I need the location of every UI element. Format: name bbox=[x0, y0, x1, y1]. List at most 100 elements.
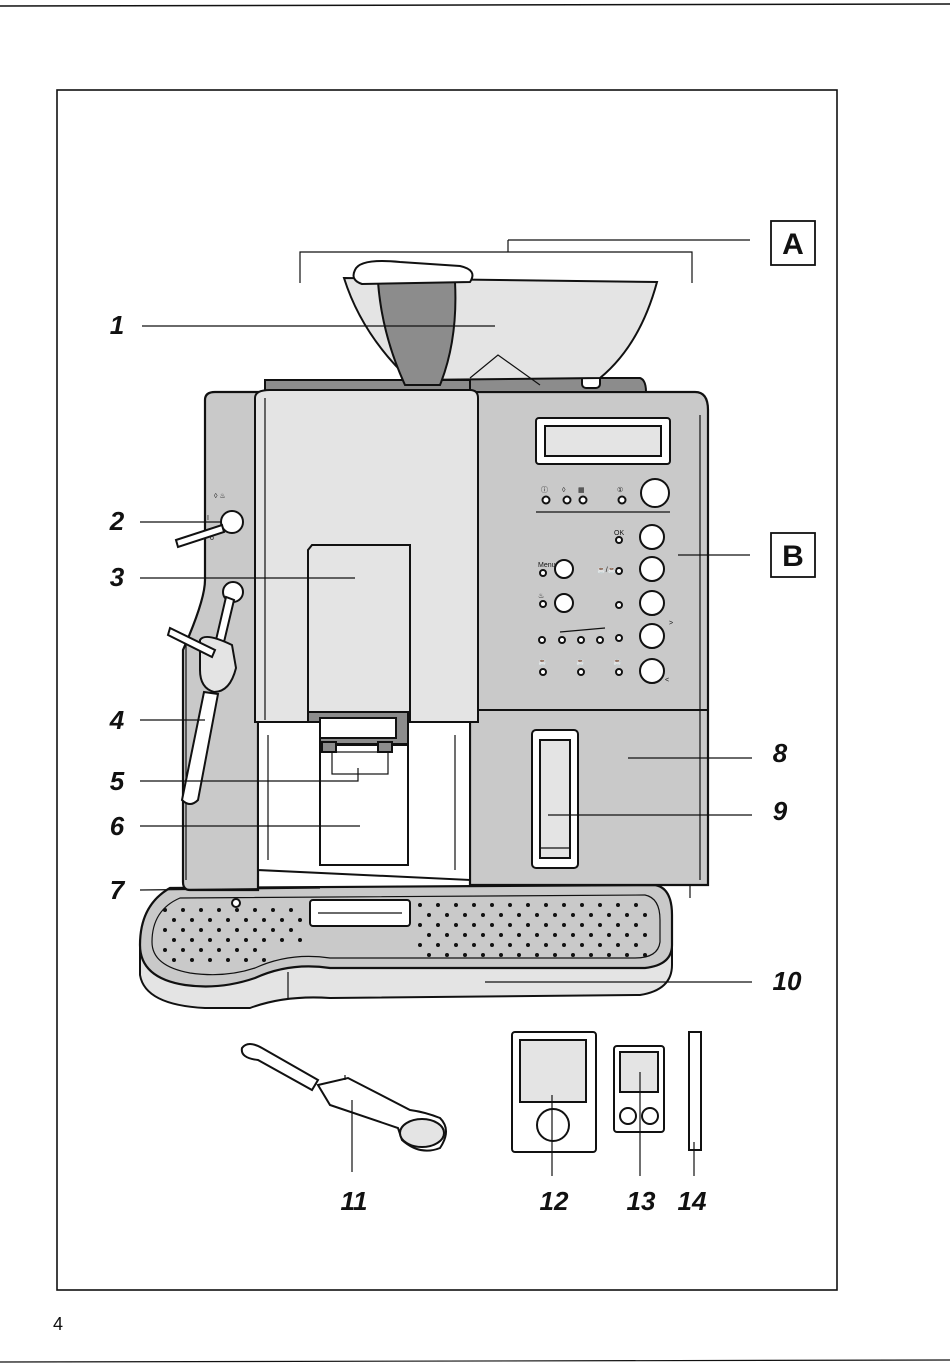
grate-hole bbox=[181, 948, 185, 952]
coffee-machine: ⓘ◊ ▦① > < OK ☕/☕ Menu ♨ bbox=[140, 261, 708, 1008]
grate-hole bbox=[625, 933, 629, 937]
grate-hole bbox=[163, 928, 167, 932]
grate-hole bbox=[445, 933, 449, 937]
grate-hole bbox=[172, 938, 176, 942]
coffee-spout bbox=[308, 545, 410, 752]
grate-hole bbox=[643, 933, 647, 937]
grate-hole bbox=[271, 908, 275, 912]
grate-hole bbox=[571, 953, 575, 957]
grate-hole bbox=[289, 908, 293, 912]
grate-hole bbox=[244, 918, 248, 922]
water-hardness-test-strip bbox=[512, 1032, 596, 1152]
grate-hole bbox=[262, 918, 266, 922]
power-button[interactable] bbox=[641, 479, 669, 507]
grate-hole bbox=[208, 918, 212, 922]
grate-hole bbox=[217, 908, 221, 912]
cup-size-button[interactable] bbox=[640, 557, 664, 581]
grate-hole bbox=[607, 933, 611, 937]
menu-button[interactable] bbox=[555, 560, 573, 578]
grate-hole bbox=[199, 948, 203, 952]
grate-hole bbox=[244, 958, 248, 962]
callout-10: 10 bbox=[773, 966, 802, 996]
svg-text:☕: ☕ bbox=[576, 657, 585, 666]
grate-hole bbox=[499, 913, 503, 917]
top-edge-line bbox=[0, 4, 950, 6]
svg-text:◊ ♨: ◊ ♨ bbox=[214, 492, 226, 500]
grate-hole bbox=[280, 938, 284, 942]
grate-hole bbox=[427, 953, 431, 957]
grate-hole bbox=[544, 903, 548, 907]
grate-hole bbox=[553, 933, 557, 937]
callout-8: 8 bbox=[773, 738, 788, 768]
measuring-spoon-and-tool bbox=[242, 1044, 446, 1151]
grate-hole bbox=[427, 933, 431, 937]
menu-label: Menu bbox=[538, 562, 556, 569]
grate-hole bbox=[199, 928, 203, 932]
callout-9: 9 bbox=[773, 796, 788, 826]
callout-1: 1 bbox=[110, 310, 124, 340]
grate-hole bbox=[253, 948, 257, 952]
ok-label: OK bbox=[614, 530, 624, 537]
grate-hole bbox=[445, 953, 449, 957]
grate-hole bbox=[472, 923, 476, 927]
grate-hole bbox=[253, 908, 257, 912]
svg-text:①: ① bbox=[617, 486, 623, 494]
grate-hole bbox=[634, 903, 638, 907]
grate-hole bbox=[235, 908, 239, 912]
grate-hole bbox=[580, 923, 584, 927]
grate-hole bbox=[244, 938, 248, 942]
grate-hole bbox=[499, 933, 503, 937]
cleaning-tablet-pack bbox=[614, 1046, 664, 1132]
grate-hole bbox=[598, 943, 602, 947]
next-button[interactable] bbox=[640, 624, 664, 648]
grate-hole bbox=[217, 948, 221, 952]
grate-hole bbox=[490, 943, 494, 947]
previous-button[interactable] bbox=[640, 659, 664, 683]
grate-hole bbox=[253, 928, 257, 932]
grate-hole bbox=[616, 903, 620, 907]
grate-hole bbox=[553, 953, 557, 957]
grate-hole bbox=[598, 903, 602, 907]
grate-hole bbox=[562, 923, 566, 927]
grate-hole bbox=[517, 953, 521, 957]
rinse-button[interactable] bbox=[555, 594, 573, 612]
grate-hole bbox=[562, 943, 566, 947]
grate-hole bbox=[607, 913, 611, 917]
svg-text:☕: ☕ bbox=[538, 657, 547, 666]
grate-hole bbox=[436, 903, 440, 907]
grate-hole bbox=[190, 918, 194, 922]
grate-hole bbox=[571, 913, 575, 917]
grate-hole bbox=[217, 928, 221, 932]
grate-hole bbox=[463, 953, 467, 957]
ok-button[interactable] bbox=[640, 525, 664, 549]
grate-hole bbox=[526, 923, 530, 927]
grate-hole bbox=[508, 943, 512, 947]
grate-hole bbox=[235, 928, 239, 932]
svg-text:♨: ♨ bbox=[538, 592, 544, 600]
grate-hole bbox=[271, 928, 275, 932]
grate-hole bbox=[181, 908, 185, 912]
svg-text:<: < bbox=[665, 677, 669, 684]
page-number: 4 bbox=[53, 1314, 63, 1334]
grate-hole bbox=[616, 943, 620, 947]
grate-hole bbox=[181, 928, 185, 932]
steam-button[interactable] bbox=[640, 591, 664, 615]
callout-4: 4 bbox=[109, 705, 125, 735]
svg-text:ⓘ: ⓘ bbox=[541, 486, 548, 494]
svg-text:>: > bbox=[669, 620, 673, 627]
bean-container bbox=[344, 261, 657, 385]
grate-hole bbox=[262, 958, 266, 962]
section-label-b: B bbox=[771, 533, 815, 577]
water-tank bbox=[532, 730, 578, 868]
grate-hole bbox=[445, 913, 449, 917]
callout-12: 12 bbox=[540, 1186, 569, 1216]
grate-hole bbox=[298, 918, 302, 922]
callout-14: 14 bbox=[678, 1186, 707, 1216]
grate-hole bbox=[190, 938, 194, 942]
grate-hole bbox=[625, 913, 629, 917]
grate-hole bbox=[418, 943, 422, 947]
grate-hole bbox=[571, 933, 575, 937]
callout-2: 2 bbox=[109, 506, 125, 536]
grate-hole bbox=[436, 943, 440, 947]
